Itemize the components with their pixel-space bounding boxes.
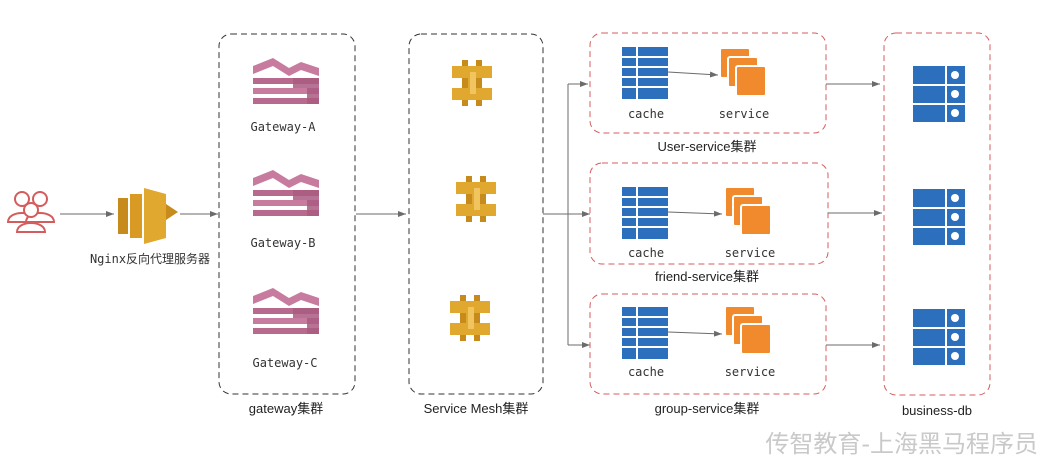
api-gateway-icon-3 <box>450 295 490 341</box>
users-icon <box>7 191 55 233</box>
cache-to-service-arrow-3 <box>667 330 723 337</box>
gateway-a-label: Gateway-A <box>250 120 316 134</box>
business-db-cluster-box <box>883 32 991 396</box>
friend-service-cluster-label: friend-service集群 <box>655 269 759 284</box>
service-label-3: service <box>725 365 776 379</box>
database-icon-3 <box>913 309 965 365</box>
cache-label-2: cache <box>628 246 664 260</box>
database-icon-2 <box>913 189 965 245</box>
gateway-b-label: Gateway-B <box>250 236 315 250</box>
user-service-cluster-label: User-service集群 <box>658 139 757 154</box>
gateway-icon-a <box>253 58 319 104</box>
service-icon-3 <box>724 305 772 355</box>
mesh-cluster-label: Service Mesh集群 <box>424 401 529 416</box>
nginx-icon <box>118 188 178 244</box>
user-service-cluster-box <box>589 32 827 134</box>
cache-label-1: cache <box>628 107 664 121</box>
nginx-label: Nginx反向代理服务器 <box>90 251 210 266</box>
cache-icon-1 <box>622 47 668 99</box>
gateway-icon-b <box>253 170 319 216</box>
gateway-icon-c <box>253 288 319 334</box>
gateway-cluster-box <box>218 33 356 395</box>
business-db-label: business-db <box>902 403 972 418</box>
cache-to-service-arrow-1 <box>667 71 719 78</box>
gateway-c-label: Gateway-C <box>252 356 317 370</box>
service-label-2: service <box>725 246 776 260</box>
api-gateway-icon-2 <box>456 176 496 222</box>
cache-to-service-arrow-2 <box>667 210 723 217</box>
mesh-to-services-arrows <box>543 81 590 348</box>
gateway-cluster-label: gateway集群 <box>249 401 323 416</box>
service-icon-1 <box>719 47 767 97</box>
cache-icon-3 <box>622 307 668 359</box>
api-gateway-icon-1 <box>452 60 492 106</box>
service-icon-2 <box>724 186 772 236</box>
service-label-1: service <box>719 107 770 121</box>
group-service-cluster-label: group-service集群 <box>655 401 760 416</box>
group-service-cluster-box <box>589 293 827 395</box>
cache-icon-2 <box>622 187 668 239</box>
cache-label-3: cache <box>628 365 664 379</box>
database-icon-1 <box>913 66 965 122</box>
mesh-cluster-box <box>408 33 544 395</box>
watermark: 传智教育-上海黑马程序员 <box>765 430 1038 458</box>
